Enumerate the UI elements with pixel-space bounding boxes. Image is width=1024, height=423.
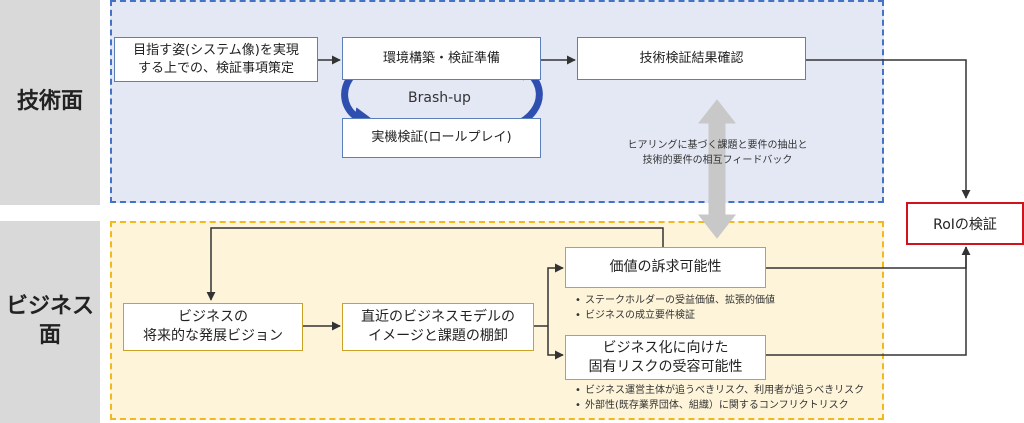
risk-note-item: 外部性(既存業界団体、組織）に関するコンフリクトリスク: [575, 399, 864, 414]
risk-notes: ビジネス運営主体が追うべきリスク、利用者が追うべきリスク 外部性(既存業界団体、…: [573, 384, 864, 413]
tech-goal-box: 目指す姿(システム像)を実現 する上での、検証事項策定: [114, 37, 318, 82]
feedback-note: ヒアリングに基づく課題と要件の抽出と 技術的要件の相互フィードバック: [627, 140, 808, 166]
risk-box: ビジネス化に向けた 固有リスクの受容可能性: [565, 335, 766, 380]
tech-region: [110, 0, 884, 203]
value-box: 価値の訴求可能性: [565, 247, 766, 288]
roi-box: RoIの検証: [906, 202, 1024, 245]
business-model-box: 直近のビジネスモデルの イメージと課題の棚卸: [342, 303, 534, 351]
risk-note-item: ビジネス運営主体が追うべきリスク、利用者が追うべきリスク: [575, 384, 864, 399]
value-notes: ステークホルダーの受益価値、拡張的価値 ビジネスの成立要件検証: [573, 294, 775, 323]
value-note-item: ステークホルダーの受益価値、拡張的価値: [575, 294, 775, 309]
env-setup-box: 環境構築・検証準備: [342, 37, 541, 80]
lane-label-tech: 技術面: [0, 0, 100, 205]
value-note-item: ビジネスの成立要件検証: [575, 309, 775, 324]
brashup-label: Brash-up: [408, 90, 471, 106]
vision-box: ビジネスの 将来的な発展ビジョン: [123, 303, 303, 351]
tech-result-box: 技術検証結果確認: [577, 37, 806, 80]
lane-label-business: ビジネス 面: [0, 221, 100, 423]
roleplay-box: 実機検証(ロールプレイ): [342, 118, 541, 158]
